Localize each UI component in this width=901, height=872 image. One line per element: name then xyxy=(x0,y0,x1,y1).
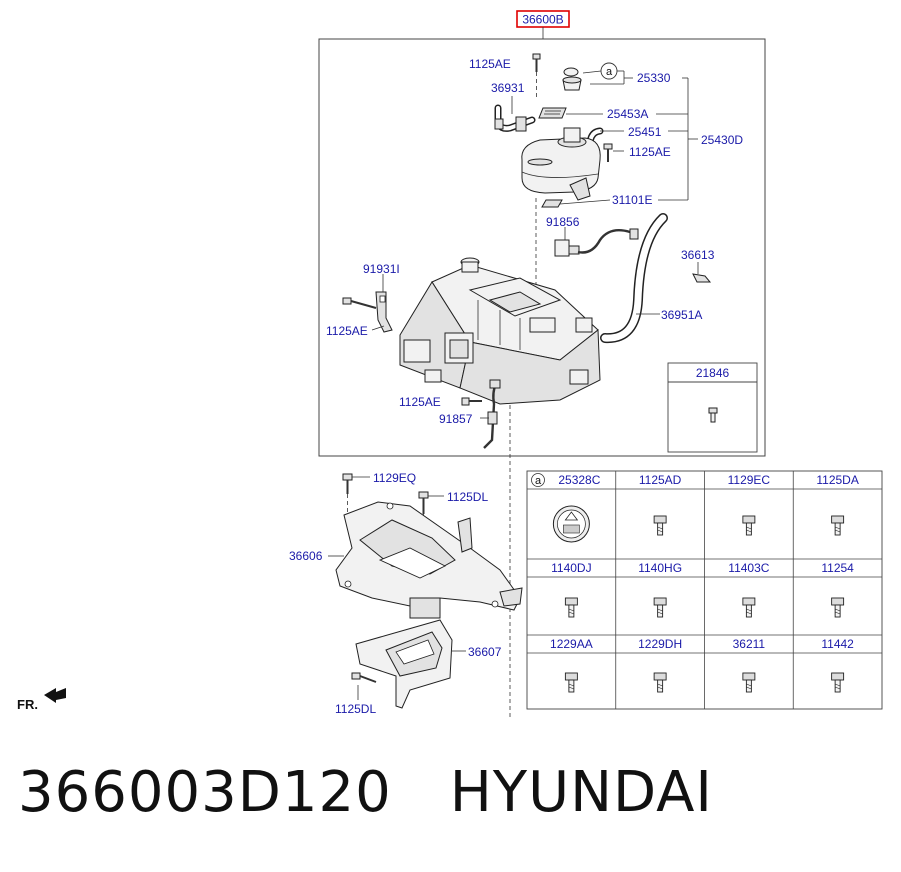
callout-36951A[interactable]: 36951A xyxy=(661,308,702,322)
callout-36613[interactable]: 36613 xyxy=(681,248,715,262)
bolt-1140HG-icon xyxy=(653,597,667,618)
parts-table-label-11254[interactable]: 11254 xyxy=(821,561,854,575)
bolt-1125AD-icon xyxy=(653,515,667,536)
callout-91857[interactable]: 91857 xyxy=(439,412,473,426)
parts-diagram: 36600B a xyxy=(17,10,883,720)
header-label-text: 36600B xyxy=(522,13,563,27)
inset-box-21846: 21846 xyxy=(667,362,758,453)
shield-36607-icon xyxy=(355,619,453,709)
bolt-1125AE-top-icon xyxy=(532,53,541,72)
bolt-1125AE-mid-icon xyxy=(603,143,613,162)
warning-cap-25328C-icon xyxy=(552,505,590,543)
bolt-1125AE-left-icon xyxy=(342,297,377,309)
front-arrow-icon xyxy=(44,688,66,703)
part-number-footer: 366003D120 HYUNDAI xyxy=(18,760,713,825)
callout-1125AE-low[interactable]: 1125AE xyxy=(399,395,441,409)
bolt-1140DJ-icon xyxy=(564,597,578,618)
wire-91857-icon xyxy=(483,379,501,449)
bolt-1129EC-icon xyxy=(742,515,756,536)
bracket-91931I-icon xyxy=(375,291,393,333)
callout-1125DL-top[interactable]: 1125DL xyxy=(447,490,488,504)
clip-36613-icon xyxy=(692,273,712,283)
connector-91856-icon xyxy=(554,228,639,257)
header-label[interactable]: 36600B xyxy=(516,10,570,28)
bolt-1125DL-top-icon xyxy=(418,491,429,514)
bolt-1229DH-icon xyxy=(653,672,667,693)
reservoir-cap-icon xyxy=(562,67,582,91)
label-sticker-icon xyxy=(538,107,567,119)
mounting-bracket-36606-icon xyxy=(335,501,523,619)
callout-1125AE-mid[interactable]: 1125AE xyxy=(629,145,671,159)
parts-table-label-1125DA[interactable]: 1125DA xyxy=(816,473,858,487)
parts-table-label-1229DH[interactable]: 1229DH xyxy=(638,637,682,651)
circle-marker-a: a xyxy=(606,66,613,78)
parts-table-label-1129EC[interactable]: 1129EC xyxy=(728,473,771,487)
callout-1129EQ[interactable]: 1129EQ xyxy=(373,471,416,485)
bolt-36211-icon xyxy=(742,672,756,693)
inset-label: 21846 xyxy=(696,366,730,380)
parts-table-label-1140DJ[interactable]: 1140DJ xyxy=(551,561,591,575)
parts-table-label-25328C[interactable]: 25328C xyxy=(558,473,600,487)
callout-25453A[interactable]: 25453A xyxy=(607,107,648,121)
bolt-11254-icon xyxy=(831,597,845,618)
callout-36931[interactable]: 36931 xyxy=(491,81,525,95)
bolt-11442-icon xyxy=(831,672,845,693)
sensor-21846-icon xyxy=(708,407,718,423)
table-marker-circle xyxy=(531,473,545,487)
callout-91931I[interactable]: 91931I xyxy=(363,262,400,276)
hose-36931-icon xyxy=(494,104,536,132)
bolt-1125DL-bot-icon xyxy=(351,672,377,683)
front-direction-indicator: FR. xyxy=(17,688,66,712)
bolt-1125DA-icon xyxy=(831,515,845,536)
callout-25430D[interactable]: 25430D xyxy=(701,133,743,147)
bolt-11403C-icon xyxy=(742,597,756,618)
callout-1125AE-left[interactable]: 1125AE xyxy=(326,324,368,338)
reservoir-tank-icon xyxy=(521,127,601,201)
assembly-frame xyxy=(318,38,766,457)
callout-36607[interactable]: 36607 xyxy=(468,645,502,659)
parts-table-label-1125AD[interactable]: 1125AD xyxy=(639,473,682,487)
part-number: 366003D120 xyxy=(18,760,392,825)
front-label: FR. xyxy=(17,697,38,712)
parts-table-label-11442[interactable]: 11442 xyxy=(821,637,854,651)
parts-table-label-11403C[interactable]: 11403C xyxy=(728,561,769,575)
callout-1125DL-bot[interactable]: 1125DL xyxy=(335,702,376,716)
callout-25330[interactable]: 25330 xyxy=(637,71,671,85)
callout-25451[interactable]: 25451 xyxy=(628,125,662,139)
brand-name: HYUNDAI xyxy=(449,760,713,825)
callout-31101E[interactable]: 31101E xyxy=(612,193,652,207)
parts-table: 25328C 1125AD 1129EC 1125DA 1140DJ 1140HG 1140… xyxy=(526,470,883,710)
parts-table-label-1229AA[interactable]: 1229AA xyxy=(550,637,593,651)
bolt-1229AA-icon xyxy=(564,672,578,693)
parts-table-label-36211[interactable]: 36211 xyxy=(733,637,766,651)
coolant-hose-36951A-icon xyxy=(600,213,668,344)
parts-table-label-1140HG[interactable]: 1140HG xyxy=(638,561,682,575)
callout-91856[interactable]: 91856 xyxy=(546,215,580,229)
callout-36606[interactable]: 36606 xyxy=(289,549,323,563)
callout-1125AE-top[interactable]: 1125AE xyxy=(469,57,511,71)
table-marker-a: a xyxy=(535,475,542,487)
bolt-1125AE-low-icon xyxy=(461,397,482,406)
bolt-1129EQ-icon xyxy=(342,473,353,494)
